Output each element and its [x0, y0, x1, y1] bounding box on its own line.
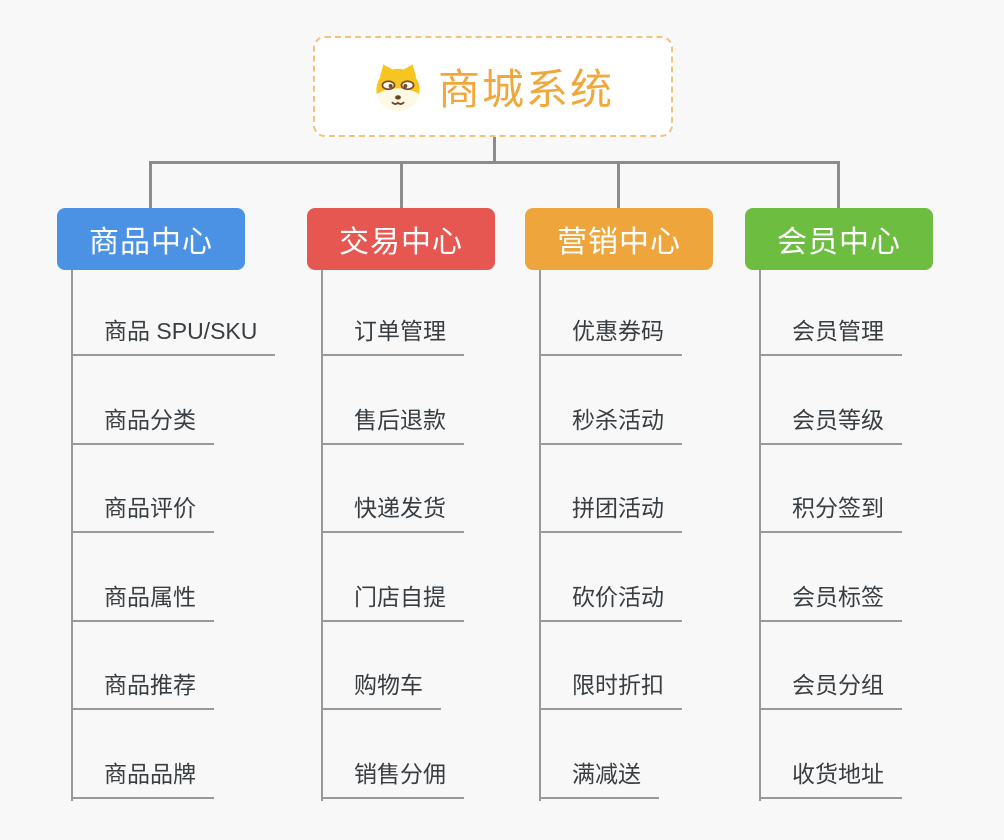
tree-node-item[interactable]: 商品 SPU/SKU [71, 315, 276, 356]
root-stem-connector [493, 137, 496, 163]
branch-header-label: 营销中心 [557, 226, 681, 259]
branch-header-label: 商品中心 [89, 226, 213, 259]
root-node[interactable]: 商城系统 [313, 36, 673, 137]
branch-drop-connector [617, 161, 620, 208]
branch-drop-connector [149, 161, 152, 208]
tree-node-item[interactable]: 优惠券码 [539, 315, 682, 356]
tree-node-item[interactable]: 会员分组 [759, 669, 902, 710]
tree-node-item[interactable]: 商品推荐 [71, 669, 214, 710]
branch-trunk-line [71, 270, 73, 801]
tree-node-item[interactable]: 砍价活动 [539, 581, 682, 622]
branch-trunk-line [321, 270, 323, 801]
branch-drop-connector [837, 161, 840, 208]
tree-node-item[interactable]: 购物车 [321, 669, 441, 710]
tree-node-item[interactable]: 商品品牌 [71, 758, 214, 799]
tree-node-item[interactable]: 商品属性 [71, 581, 214, 622]
branch-header-marketing-center[interactable]: 营销中心 [525, 208, 713, 270]
tree-node-item[interactable]: 会员标签 [759, 581, 902, 622]
shiba-dog-icon [372, 62, 424, 112]
tree-node-item[interactable]: 门店自提 [321, 581, 464, 622]
branch-header-trade-center[interactable]: 交易中心 [307, 208, 495, 270]
tree-node-item[interactable]: 销售分佣 [321, 758, 464, 799]
tree-node-item[interactable]: 快递发货 [321, 492, 464, 533]
tree-node-item[interactable]: 订单管理 [321, 315, 464, 356]
branch-header-label: 交易中心 [339, 226, 463, 259]
tree-node-item[interactable]: 商品分类 [71, 404, 214, 445]
tree-node-item[interactable]: 收货地址 [759, 758, 902, 799]
tree-node-item[interactable]: 会员管理 [759, 315, 902, 356]
tree-node-item[interactable]: 会员等级 [759, 404, 902, 445]
tree-node-item[interactable]: 商品评价 [71, 492, 214, 533]
branch-drop-connector [400, 161, 403, 208]
tree-node-item[interactable]: 拼团活动 [539, 492, 682, 533]
branch-bus-connector [150, 161, 839, 164]
tree-node-item[interactable]: 秒杀活动 [539, 404, 682, 445]
tree-node-item[interactable]: 满减送 [539, 758, 659, 799]
branch-trunk-line [759, 270, 761, 801]
branch-header-product-center[interactable]: 商品中心 [57, 208, 245, 270]
tree-node-item[interactable]: 售后退款 [321, 404, 464, 445]
tree-node-item[interactable]: 积分签到 [759, 492, 902, 533]
branch-header-member-center[interactable]: 会员中心 [745, 208, 933, 270]
branch-trunk-line [539, 270, 541, 801]
tree-node-item[interactable]: 限时折扣 [539, 669, 682, 710]
branch-header-label: 会员中心 [777, 226, 901, 259]
root-title: 商城系统 [437, 66, 614, 113]
